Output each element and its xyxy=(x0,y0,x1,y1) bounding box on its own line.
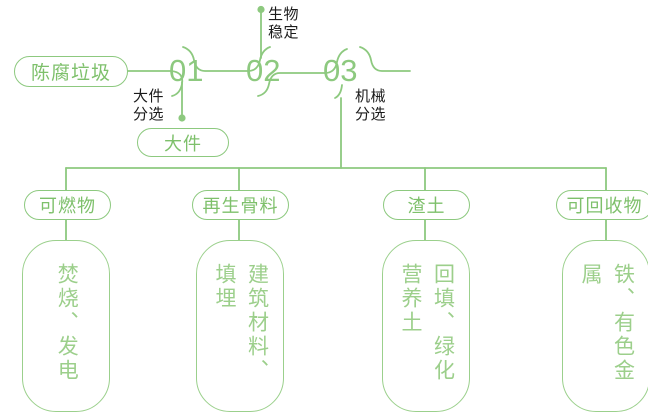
result-box-4-text: 铁、有色金属 xyxy=(579,263,635,383)
step-number-01: 01 xyxy=(169,53,204,88)
annotation-step-01: 大件 分选 xyxy=(133,88,164,123)
annotation-step-01-line-2: 分选 xyxy=(133,105,165,123)
pill-category-4-label: 可回收物 xyxy=(566,196,643,216)
annotation-step-02-line-1: 生物 xyxy=(268,6,300,23)
pill-category-4[interactable]: 可回收物 xyxy=(556,190,648,220)
step-number-03: 03 xyxy=(323,53,358,88)
result-box-3-text: 回填、绿化营养土 xyxy=(399,263,455,383)
step-number-02: 02 xyxy=(246,53,281,88)
pill-category-2[interactable]: 再生骨料 xyxy=(192,190,289,220)
pill-step1-output[interactable]: 大件 xyxy=(137,128,229,157)
result-box-2-text: 建筑材料、填埋 xyxy=(213,263,269,383)
arc-step1-top xyxy=(182,46,249,72)
annotation-step-01-line-1: 大件 xyxy=(133,88,165,105)
result-box-1-text: 焚烧、发电 xyxy=(55,263,79,383)
pill-source-label: 陈腐垃圾 xyxy=(30,63,111,84)
arc-step3-bottom xyxy=(334,84,343,99)
pill-category-1-label: 可燃物 xyxy=(39,196,96,216)
pill-step1-output-label: 大件 xyxy=(164,133,202,154)
pill-source[interactable]: 陈腐垃圾 xyxy=(14,56,128,87)
pill-category-3-label: 渣土 xyxy=(407,196,446,216)
arc-step2-bottom xyxy=(257,72,326,97)
annotation-step-03-line-2: 分选 xyxy=(355,105,387,123)
dot-step1-output xyxy=(178,114,186,122)
result-box-3[interactable]: 回填、绿化营养土 xyxy=(382,240,470,412)
dot-step2-annotation xyxy=(257,5,265,14)
arc-step3-top-left xyxy=(324,48,348,74)
annotation-step-02-line-2: 稳定 xyxy=(268,23,300,41)
pill-category-2-label: 再生骨料 xyxy=(202,196,279,216)
annotation-step-02: 生物 稳定 xyxy=(268,6,299,41)
annotation-step-03-line-1: 机械 xyxy=(355,88,387,105)
result-box-4[interactable]: 铁、有色金属 xyxy=(562,240,648,412)
pill-category-3[interactable]: 渣土 xyxy=(383,190,470,220)
result-box-1[interactable]: 焚烧、发电 xyxy=(22,240,110,412)
result-box-2[interactable]: 建筑材料、填埋 xyxy=(196,240,284,412)
annotation-step-03: 机械 分选 xyxy=(355,88,386,123)
pill-category-1[interactable]: 可燃物 xyxy=(24,190,111,220)
arc-step2-top-left xyxy=(247,46,271,72)
arc-step3-top-right xyxy=(359,46,411,72)
